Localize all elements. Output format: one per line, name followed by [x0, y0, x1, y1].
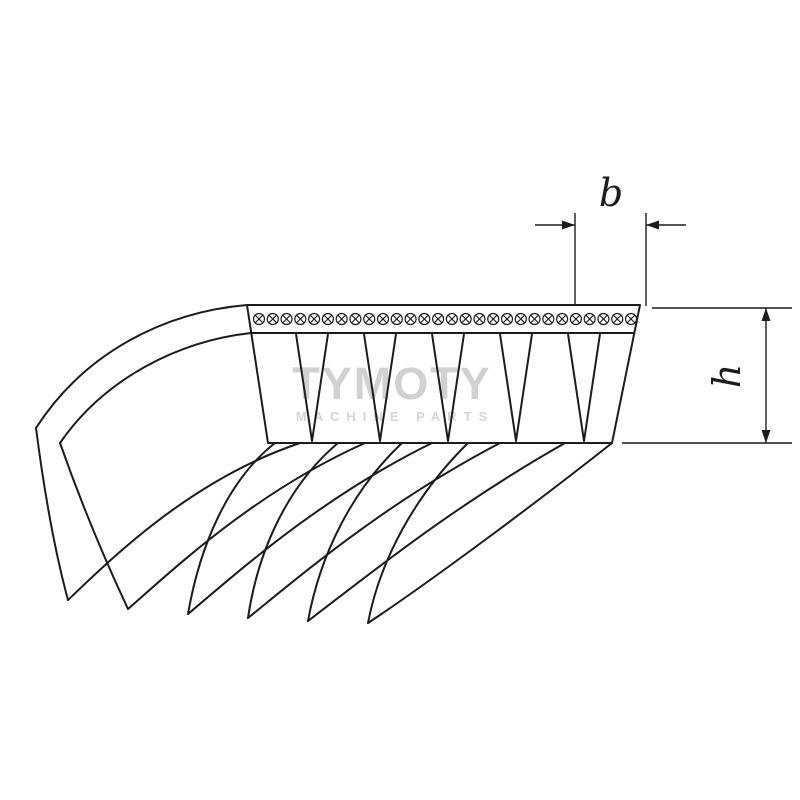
cord-symbol	[376, 312, 390, 326]
rib-edge	[247, 442, 339, 619]
cord-symbol	[542, 312, 555, 326]
cord-symbol-x	[447, 314, 457, 324]
rib-edge	[367, 442, 469, 624]
groove-tooth	[295, 333, 329, 442]
belt-back-outer-curve	[35, 304, 248, 429]
arrowhead-down-icon	[761, 430, 771, 443]
cord-symbol	[445, 312, 458, 326]
cord-symbol-x	[461, 314, 470, 324]
cord-symbol	[597, 312, 610, 326]
cord-symbol	[528, 312, 541, 326]
cord-symbol	[390, 312, 403, 326]
cord-symbol-x	[337, 314, 346, 324]
dimension-b-label: b	[599, 171, 623, 215]
cord-symbol-x	[502, 314, 512, 324]
cord-band	[252, 312, 638, 326]
cord-symbol	[335, 312, 348, 326]
cord-symbol-x	[254, 314, 264, 324]
cord-symbol	[487, 312, 500, 326]
arrowhead-right-icon	[562, 220, 575, 230]
cord-symbol-x	[351, 314, 360, 324]
rib-edge	[59, 442, 129, 610]
groove-teeth	[295, 333, 601, 442]
cord-symbol	[459, 312, 472, 326]
cord-symbol-x	[282, 314, 291, 324]
cord-symbol	[514, 312, 527, 326]
groove-tooth	[499, 333, 533, 442]
cord-symbol-x	[475, 314, 484, 324]
belt-back-inner-curve	[59, 332, 252, 444]
groove-tooth	[567, 333, 601, 442]
groove-tooth	[431, 333, 465, 442]
cord-symbol	[500, 312, 514, 326]
rib-edge	[187, 442, 276, 615]
cord-symbol-x	[309, 314, 319, 324]
cord-symbol	[624, 312, 638, 326]
cord-symbol-x	[557, 314, 567, 324]
arrowhead-left-icon	[646, 220, 659, 230]
cord-symbol-x	[489, 314, 498, 324]
cord-symbol-x	[365, 314, 374, 324]
rib-edge	[307, 442, 566, 622]
cord-symbol	[294, 312, 307, 326]
rib-edge	[187, 442, 433, 615]
rib-edge	[307, 442, 403, 622]
cord-symbol-x	[296, 314, 305, 324]
cord-symbol-x	[420, 314, 429, 324]
cord-symbol	[473, 312, 486, 326]
groove-tooth	[363, 333, 397, 442]
cord-symbol-x	[544, 314, 553, 324]
cord-symbol-x	[392, 314, 401, 324]
cord-symbol	[404, 312, 417, 326]
arrowhead-up-icon	[761, 308, 771, 321]
cord-symbol-x	[585, 314, 594, 324]
cord-symbol	[611, 312, 624, 326]
cord-symbol	[418, 312, 431, 326]
cord-symbol	[432, 312, 445, 326]
rib-edge	[67, 442, 301, 601]
cord-symbol	[280, 312, 293, 326]
cord-symbol	[363, 312, 376, 326]
dimension-h: h	[622, 307, 792, 444]
rib-edge	[127, 442, 366, 610]
cord-symbol-x	[571, 314, 581, 324]
cord-symbol-x	[268, 314, 277, 324]
cord-symbol	[556, 312, 569, 326]
cord-symbol	[349, 312, 362, 326]
cord-symbol-x	[406, 314, 415, 324]
cord-symbol-x	[626, 314, 636, 324]
cord-symbol-x	[433, 314, 443, 324]
rib-fan	[35, 427, 613, 624]
rib-edge	[367, 442, 613, 624]
cord-symbol-x	[613, 314, 622, 324]
cord-symbol	[583, 312, 596, 326]
cord-symbol-x	[516, 314, 525, 324]
rib-edge	[35, 427, 69, 601]
cord-symbol	[308, 312, 321, 326]
cord-symbol	[252, 312, 266, 326]
cord-symbol-x	[323, 314, 333, 324]
dimension-b: b	[535, 171, 686, 306]
watermark-subtitle: MACHINE PARTS	[296, 409, 494, 424]
cord-symbol	[321, 312, 334, 326]
dimension-h-label: h	[705, 364, 749, 388]
cord-symbol	[266, 312, 279, 326]
cord-symbol-x	[530, 314, 539, 324]
cord-symbol-x	[599, 314, 608, 324]
rib-edge	[247, 442, 501, 619]
cord-symbol	[569, 312, 582, 326]
cord-symbol-x	[378, 314, 388, 324]
